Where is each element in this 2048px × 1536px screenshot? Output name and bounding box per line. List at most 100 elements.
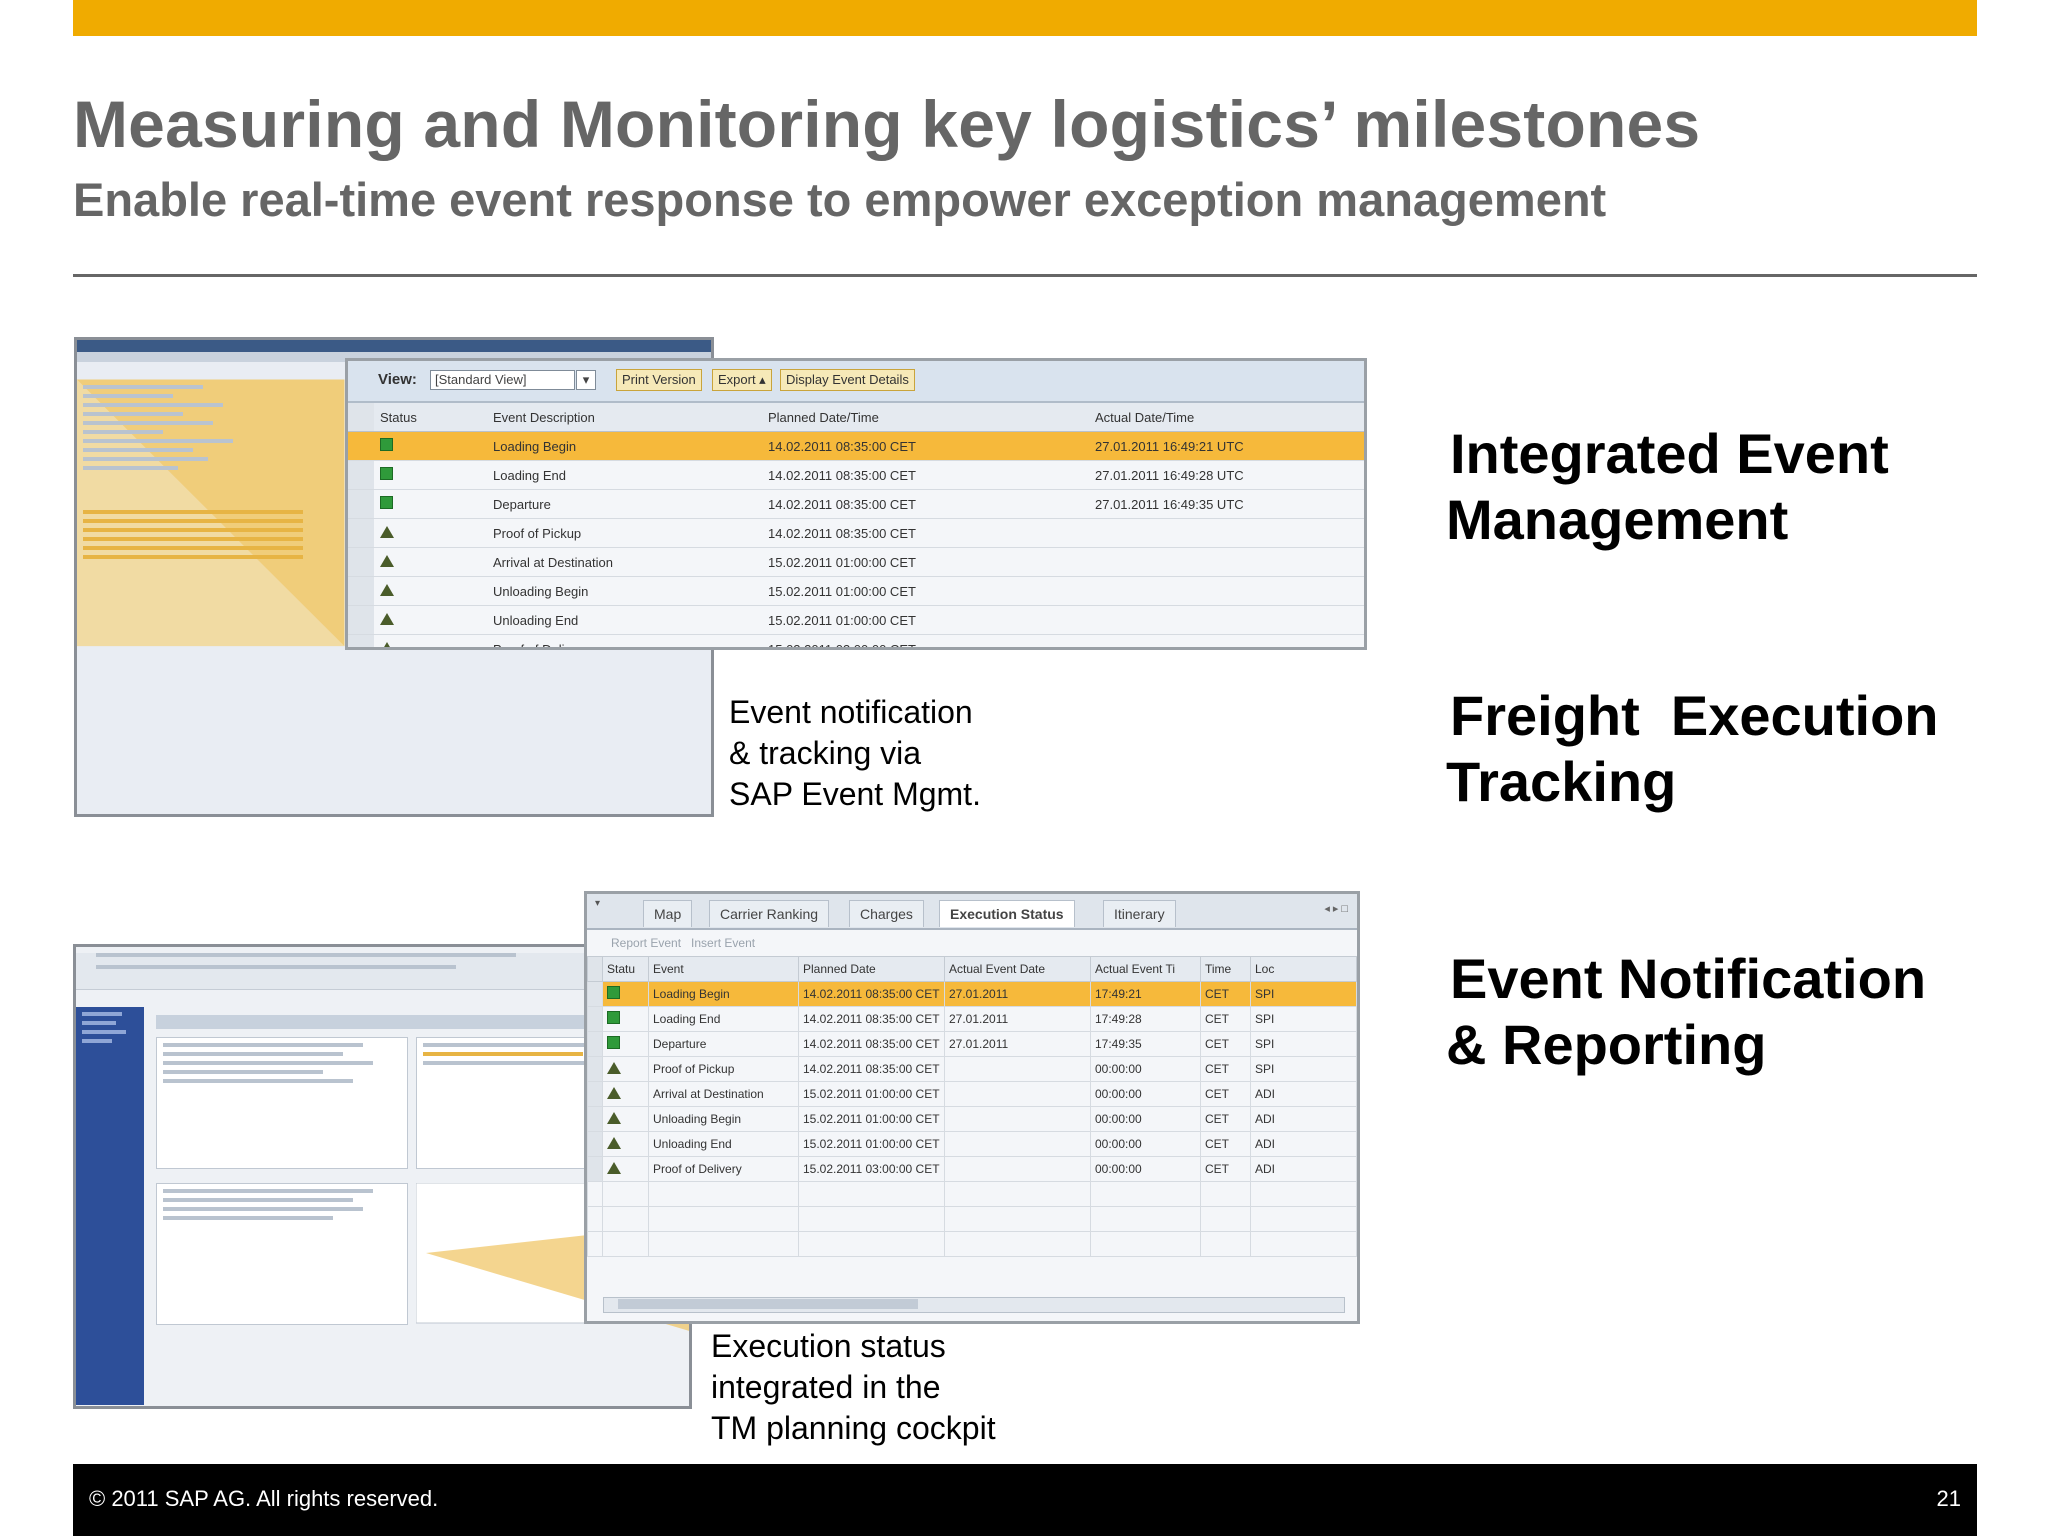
column-time-zone[interactable]: Time (1200, 956, 1251, 982)
status-warning-icon (380, 525, 394, 538)
horizontal-scrollbar[interactable] (603, 1297, 1345, 1313)
row-selector[interactable] (348, 605, 374, 635)
status-cell (374, 489, 487, 519)
row-selector[interactable] (587, 1056, 603, 1082)
row-selector[interactable] (348, 431, 374, 461)
view-select[interactable]: [Standard View] (430, 370, 575, 390)
column-actual[interactable]: Actual Date/Time (1089, 403, 1364, 432)
empty-cell (798, 1181, 945, 1207)
tab-execution-status[interactable]: Execution Status (939, 900, 1075, 927)
column-status[interactable]: Status (374, 403, 487, 432)
chevron-down-icon[interactable]: ▾ (576, 370, 596, 390)
actual-datetime-cell (1089, 518, 1364, 548)
collapse-icon[interactable]: ▾ (595, 898, 601, 909)
location-cell: ADI (1250, 1131, 1357, 1157)
window-controls-icon[interactable]: ◂▸□ (1324, 903, 1351, 915)
location-cell: ADI (1250, 1156, 1357, 1182)
row-selector[interactable] (348, 634, 374, 647)
status-cell (602, 1006, 649, 1032)
scrollbar-thumb[interactable] (618, 1299, 918, 1309)
tab-itinerary[interactable]: Itinerary (1103, 900, 1176, 927)
window-titlebar (77, 340, 711, 352)
row-selector[interactable] (348, 576, 374, 606)
column-event-description[interactable]: Event Description (487, 403, 762, 432)
column-planned[interactable]: Planned Date/Time (762, 403, 1089, 432)
actual-event-time-cell: 17:49:35 (1090, 1031, 1201, 1057)
empty-cell (798, 1231, 945, 1257)
actual-event-time-cell: 00:00:00 (1090, 1056, 1201, 1082)
column-location[interactable]: Loc (1250, 956, 1357, 982)
empty-cell (648, 1181, 799, 1207)
time-zone-cell: CET (1200, 981, 1251, 1007)
status-ok-icon (607, 986, 620, 999)
event-description-cell: Departure (487, 489, 762, 519)
row-selector[interactable] (348, 460, 374, 490)
event-cell: Proof of Pickup (648, 1056, 799, 1082)
tab-carrier-ranking[interactable]: Carrier Ranking (709, 900, 830, 927)
actual-event-date-cell (944, 1131, 1091, 1157)
status-warning-icon (607, 1086, 621, 1099)
empty-cell (944, 1181, 1091, 1207)
row-selector[interactable] (348, 518, 374, 548)
row-selector[interactable] (348, 547, 374, 577)
column-actual-event-date[interactable]: Actual Event Date (944, 956, 1091, 982)
planned-date-cell: 15.02.2011 03:00:00 CET (798, 1156, 945, 1182)
status-cell (374, 518, 487, 548)
status-cell (602, 1081, 649, 1107)
status-ok-icon (380, 496, 393, 509)
row-selector[interactable] (587, 1106, 603, 1132)
row-selector[interactable] (348, 489, 374, 519)
actual-event-date-cell: 27.01.2011 (944, 1006, 1091, 1032)
status-cell (374, 431, 487, 461)
column-actual-event-time[interactable]: Actual Event Ti (1090, 956, 1201, 982)
export-button[interactable]: Export ▴ (712, 369, 772, 391)
column-status[interactable]: Statu (602, 956, 649, 982)
empty-cell (602, 1206, 649, 1232)
execution-status-panel: ▾ Map Carrier Ranking Charges Execution … (584, 891, 1360, 1324)
cockpit-orders-pane (156, 1037, 408, 1169)
tab-charges[interactable]: Charges (849, 900, 924, 927)
heading-event-notification-reporting: Event Notification & Reporting (1446, 946, 1926, 1078)
location-cell: SPI (1250, 981, 1357, 1007)
tab-map[interactable]: Map (643, 900, 693, 927)
row-selector[interactable] (587, 1156, 603, 1182)
print-version-button[interactable]: Print Version (616, 369, 702, 391)
row-selector[interactable] (587, 1006, 603, 1032)
heading-integrated-event-management: Integrated Event Management (1446, 421, 1889, 553)
caption-event-tracking: Event notification & tracking via SAP Ev… (729, 692, 981, 815)
column-planned-date[interactable]: Planned Date (798, 956, 945, 982)
event-cell: Departure (648, 1031, 799, 1057)
status-warning-icon (380, 583, 394, 596)
event-cell: Loading Begin (648, 981, 799, 1007)
row-selector[interactable] (587, 981, 603, 1007)
view-label: View: (378, 371, 417, 388)
column-event[interactable]: Event (648, 956, 799, 982)
status-cell (374, 605, 487, 635)
planned-datetime-cell: 14.02.2011 08:35:00 CET (762, 460, 1089, 490)
row-selector[interactable] (587, 1081, 603, 1107)
empty-cell (1200, 1181, 1251, 1207)
row-selector[interactable] (587, 1031, 603, 1057)
execution-toolbar: Report Event Insert Event (611, 936, 756, 950)
row-selector[interactable] (587, 1131, 603, 1157)
status-cell (374, 576, 487, 606)
display-event-details-button[interactable]: Display Event Details (780, 369, 915, 391)
status-cell (374, 460, 487, 490)
heading-line: Tracking (1446, 750, 1677, 813)
